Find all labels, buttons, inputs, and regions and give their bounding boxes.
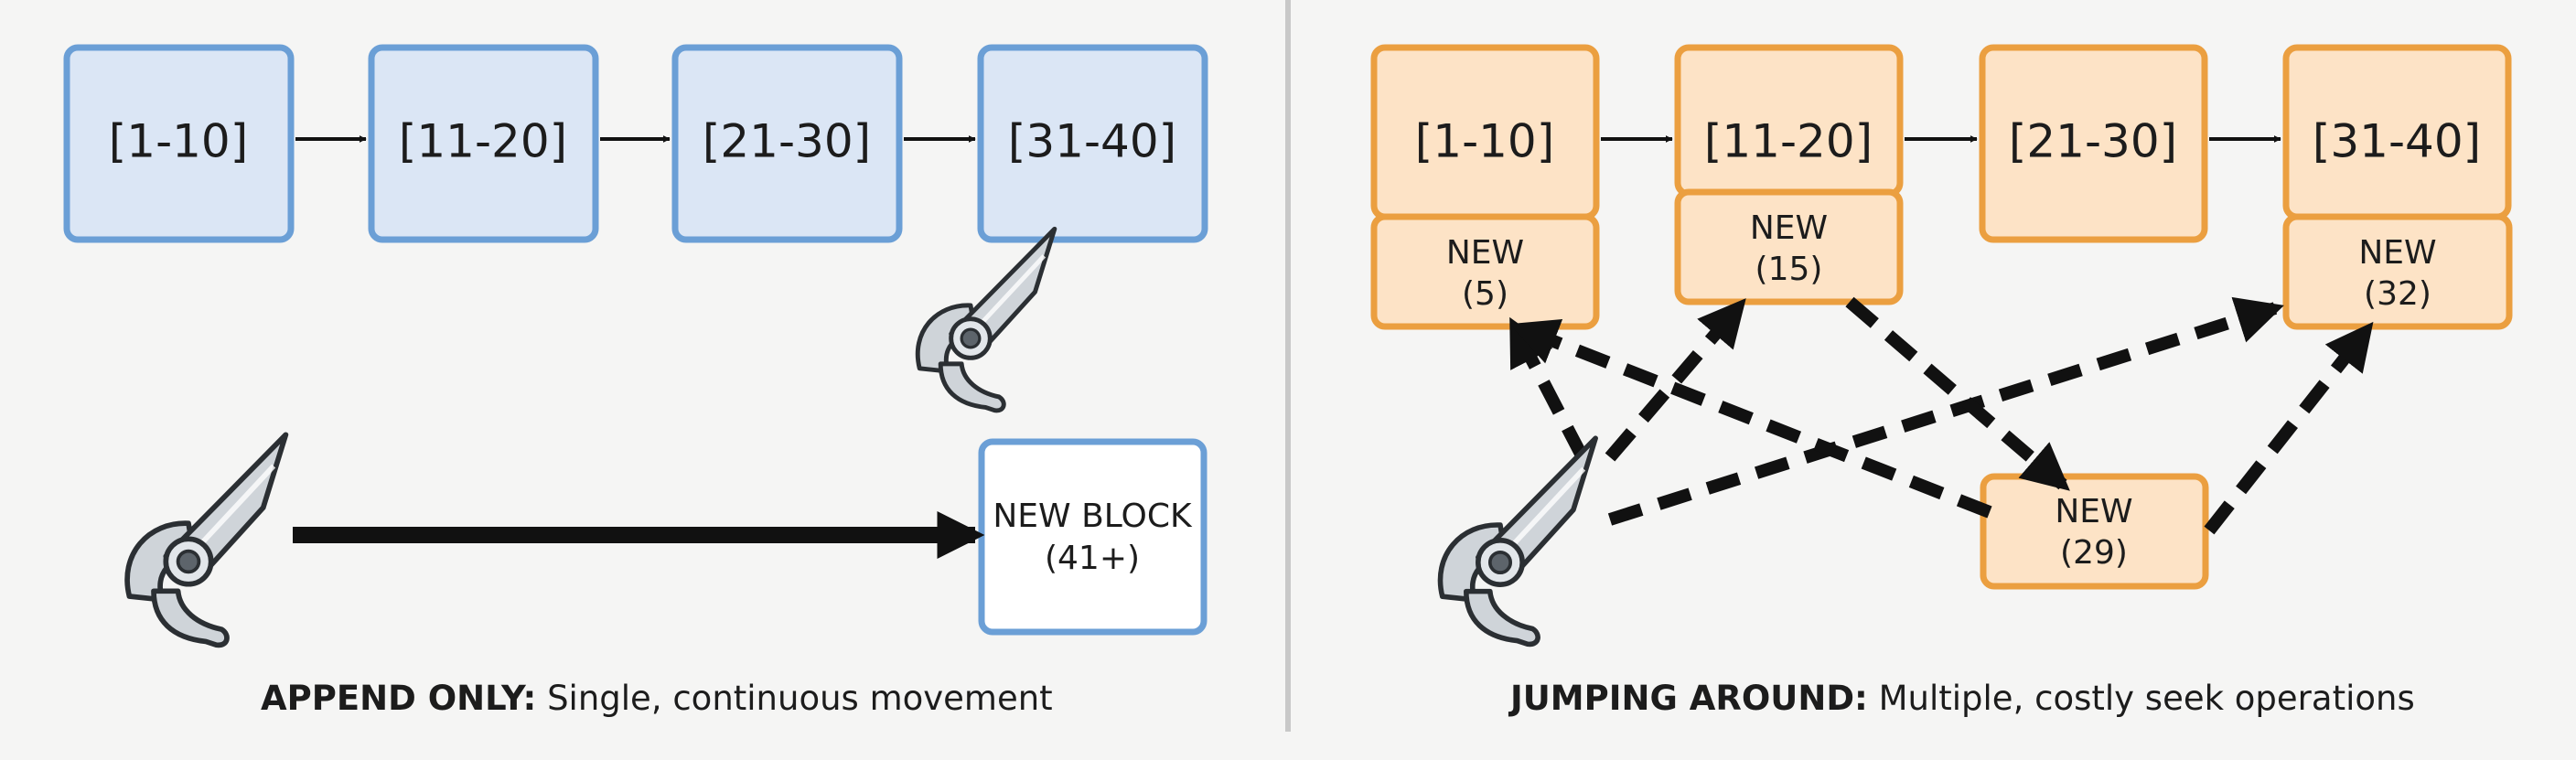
insert-range-2: (15): [1755, 251, 1823, 288]
insert-label-1: NEW: [1446, 234, 1524, 272]
jumping-around-panel: [1-10][11-20][21-30][31-40]NEW(5)NEW(15)…: [1370, 44, 2513, 644]
block-3: [671, 44, 903, 243]
block-label-1: [1-10]: [109, 115, 249, 168]
insert-block-3: [2282, 213, 2513, 330]
orange-block-label-2: [11-20]: [1704, 115, 1873, 168]
disk-head-icon: [1441, 438, 1596, 644]
orange-block-label-4: [31-40]: [2313, 115, 2481, 168]
orange-block-label-1: [1-10]: [1415, 115, 1555, 168]
insert-range-3: (32): [2364, 275, 2431, 313]
insert-label-4: NEW: [2055, 493, 2132, 530]
orange-block-label-3: [21-30]: [2009, 115, 2177, 168]
insert-block-2: [1674, 188, 1904, 305]
new-block-label: NEW BLOCK: [993, 498, 1193, 535]
block-label-2: [11-20]: [399, 115, 567, 168]
caption-jumping-around-text: Multiple, costly seek operations: [1867, 679, 2415, 718]
orange-block-3: [1979, 44, 2208, 243]
caption-jumping-around-bold: JUMPING AROUND:: [1510, 679, 1868, 718]
block-2: [368, 44, 599, 243]
seek-arrow: [1509, 318, 1992, 519]
caption-jumping-around: JUMPING AROUND: Multiple, costly seek op…: [1510, 679, 2415, 724]
insert-range-1: (5): [1462, 275, 1508, 313]
block-1: [63, 44, 295, 243]
insert-label-2: NEW: [1750, 209, 1828, 247]
seek-arrow: [2204, 321, 2374, 535]
insert-block-1: [1370, 213, 1600, 330]
caption-append-only: APPEND ONLY: Single, continuous movement: [261, 679, 1053, 724]
caption-append-only-bold: APPEND ONLY:: [261, 679, 537, 718]
block-label-3: [21-30]: [703, 115, 871, 168]
disk-head-icon: [918, 229, 1055, 411]
seek-arrow: [1607, 296, 2284, 526]
insert-label-3: NEW: [2358, 234, 2436, 272]
block-label-4: [31-40]: [1008, 115, 1176, 168]
insert-block-4: [1980, 473, 2209, 590]
append-only-panel: [1-10] [11-20] [21-30] [31-40] NEW BLOCK (41+…: [63, 44, 1208, 645]
caption-append-only-text: Single, continuous movement: [536, 679, 1053, 718]
new-block: [978, 438, 1208, 636]
new-block-range: (41+): [1045, 540, 1140, 577]
insert-range-4: (29): [2060, 534, 2128, 572]
block-4: [977, 44, 1208, 243]
seek-arrow: [1605, 298, 1746, 462]
seek-arrow: [1845, 296, 2070, 491]
disk-head-icon: [127, 434, 285, 645]
